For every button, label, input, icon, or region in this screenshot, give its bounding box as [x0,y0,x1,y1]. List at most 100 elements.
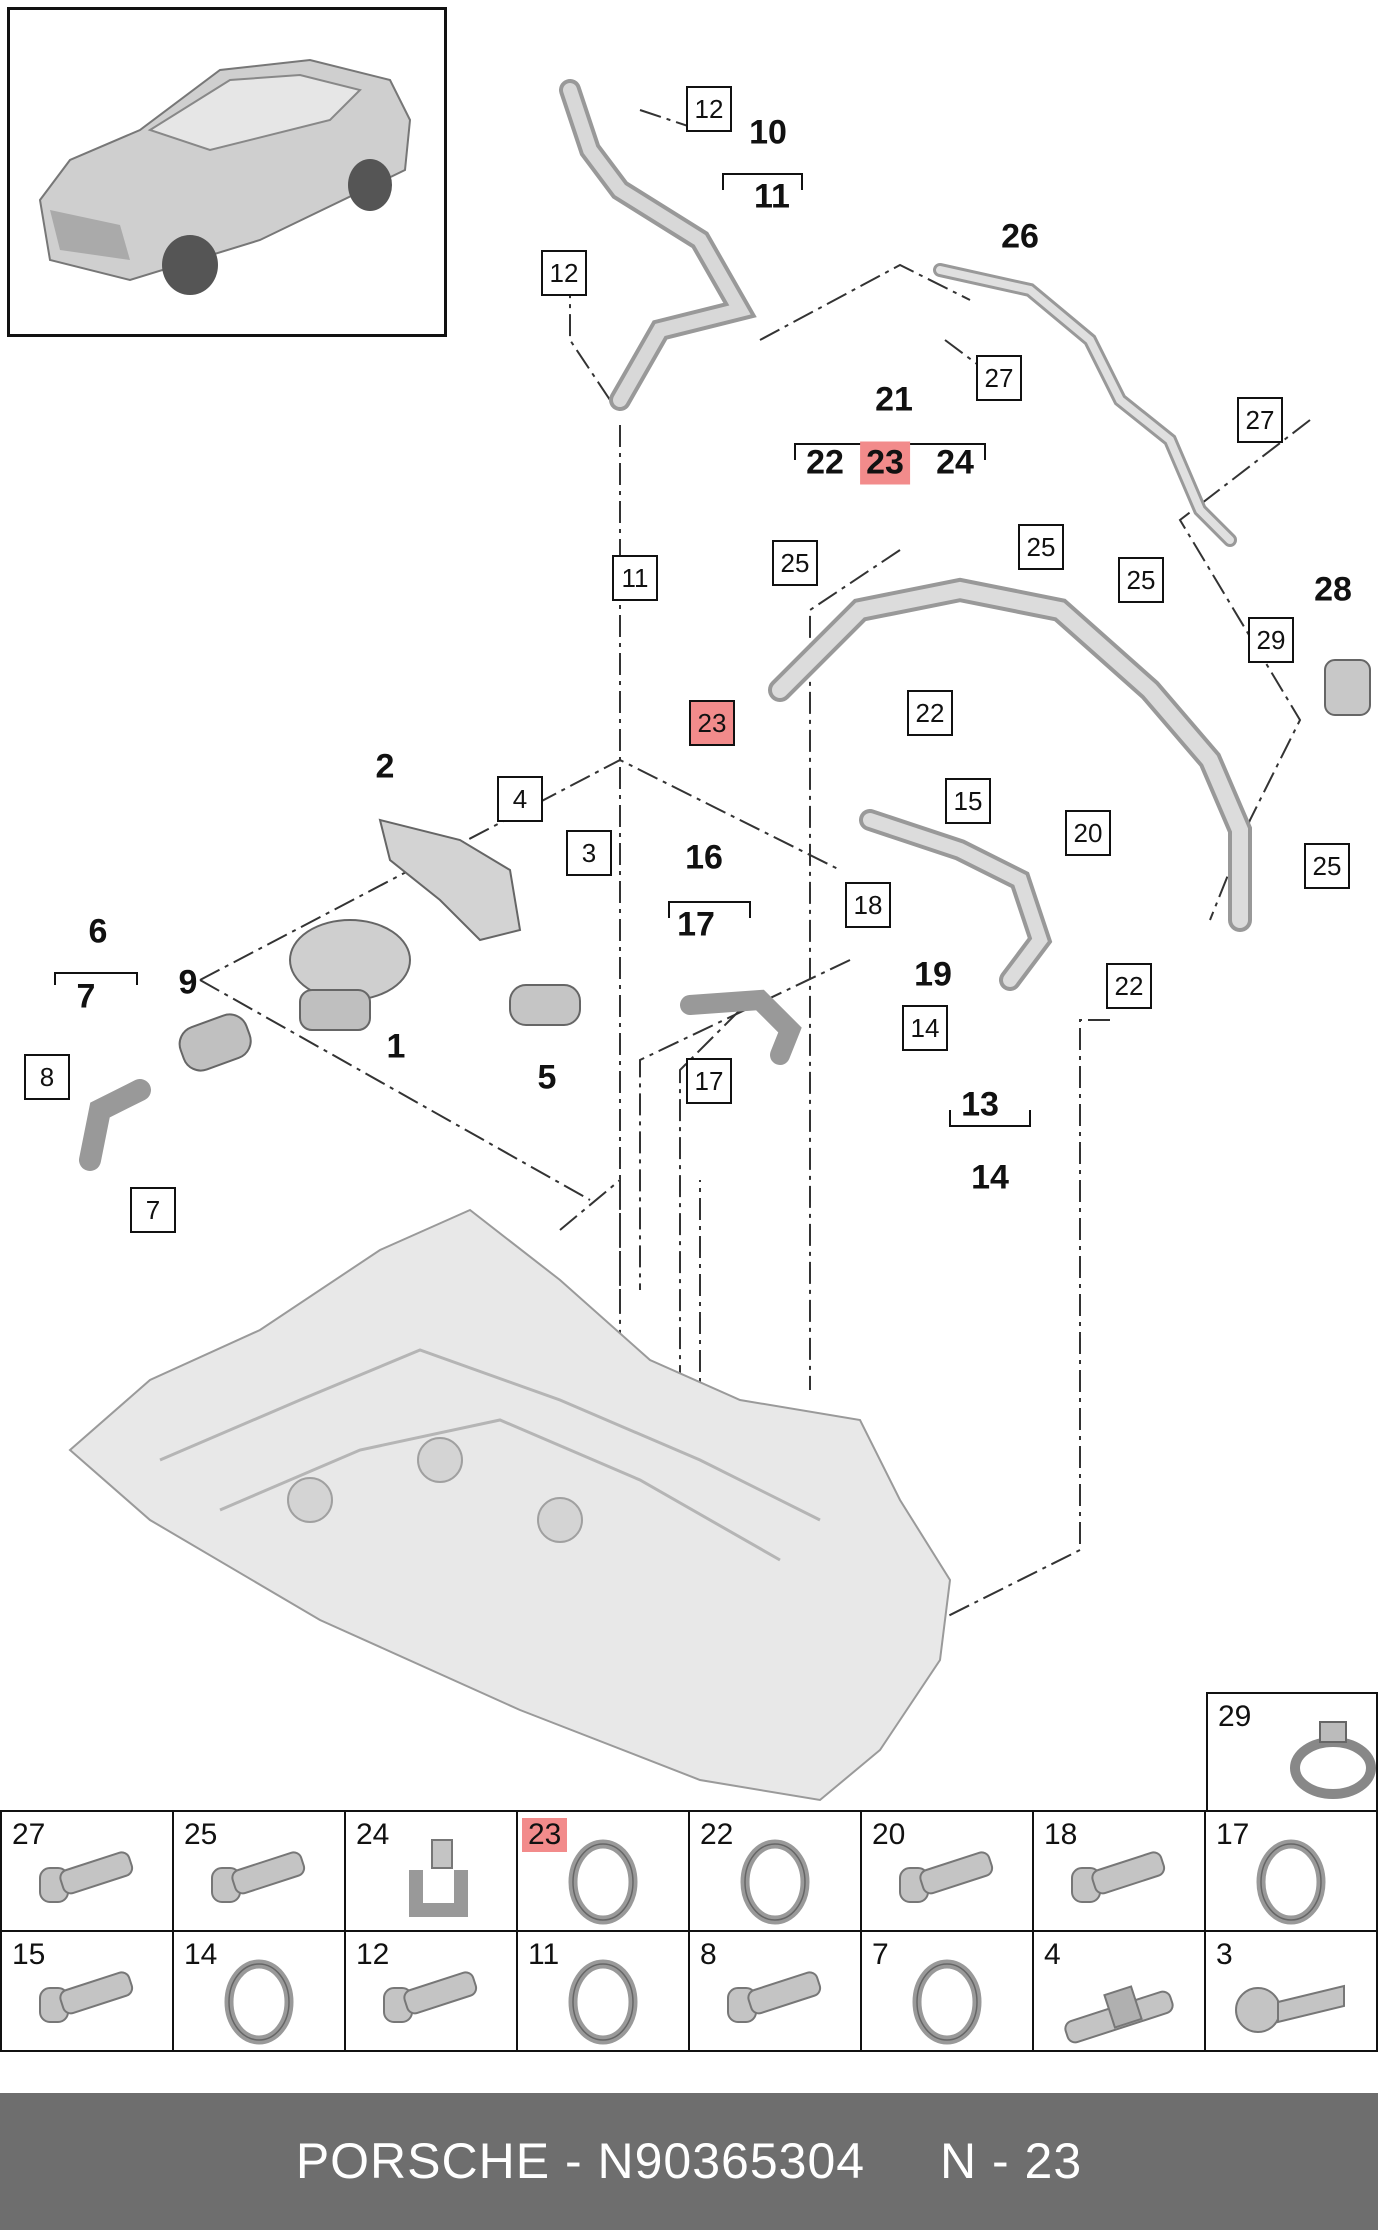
parts-cell-24: 24 [344,1810,518,1932]
parts-cell-8: 8 [688,1930,862,2052]
callout-3: 3 [566,830,612,876]
label-5: 5 [537,1058,557,1097]
bolt-icon [39,1971,134,2023]
parts-cell-extra: 29 [1206,1692,1378,1812]
label-1: 1 [386,1027,406,1066]
callout-12: 12 [541,250,587,296]
seal-ring-icon [224,1959,294,2045]
part-number: 14 [184,1938,218,1971]
callout-27: 27 [1237,397,1283,443]
callout-17: 17 [686,1058,732,1104]
parts-cell-3: 3 [1204,1930,1378,2052]
parts-cell-14: 14 [172,1930,346,2052]
bolt-icon [383,1971,478,2023]
label-24: 24 [936,443,974,482]
parts-cell-20: 20 [860,1810,1034,1932]
bolt-icon [211,1851,306,1903]
seal-ring-icon [740,1839,810,1925]
part-number: 23 [522,1818,568,1852]
callout-4: 4 [497,776,543,822]
label-16: 16 [685,838,723,877]
screw-icon [1235,1984,1345,2033]
seal-ring-icon [912,1959,982,2045]
callout-25: 25 [1018,524,1064,570]
parts-cell-12: 12 [344,1930,518,2052]
label-19: 19 [914,955,952,994]
footer-page: N - 23 [940,2133,1083,2189]
parts-cell-18: 18 [1032,1810,1206,1932]
parts-grid-row: 27 25 24 23 22 20 18 17 [0,1810,1378,1932]
diagram-artwork [54,79,1371,1802]
callout-23: 23 [689,700,735,746]
parts-cell-22: 22 [688,1810,862,1932]
bracket-clamp-icon [409,1839,468,1917]
callout-7: 7 [130,1187,176,1233]
label-23: 23 [860,441,910,485]
seal-ring-icon [568,1959,638,2045]
bolt-icon [899,1851,994,1903]
label-17: 17 [677,905,715,944]
part-number: 22 [700,1818,734,1851]
seal-ring-icon [568,1839,638,1925]
bolt-icon [39,1851,134,1903]
stud-icon [1064,1985,1174,2044]
label-6: 6 [88,912,108,951]
part-number: 15 [12,1938,46,1971]
part-number: 4 [1044,1938,1061,1971]
seal-ring-icon [1256,1839,1326,1925]
label-9: 9 [178,963,198,1002]
parts-cell-27: 27 [0,1810,174,1932]
callout-27: 27 [976,355,1022,401]
part-number: 8 [700,1938,717,1971]
car-icon [38,58,412,295]
callout-22: 22 [907,690,953,736]
part-number: 25 [184,1818,218,1851]
parts-cell-17: 17 [1204,1810,1378,1932]
parts-cell-4: 4 [1032,1930,1206,2052]
part-number: 11 [528,1938,560,1971]
parts-cell-15: 15 [0,1930,174,2052]
callout-15: 15 [945,778,991,824]
label-2: 2 [375,747,395,786]
label-13: 13 [961,1085,999,1124]
parts-cell-11: 11 [516,1930,690,2052]
bolt-icon [1071,1851,1166,1903]
callout-20: 20 [1065,810,1111,856]
callout-14: 14 [902,1005,948,1051]
part-number: 27 [12,1818,46,1851]
label-21: 21 [875,380,913,419]
callout-25: 25 [772,540,818,586]
label-26: 26 [1001,217,1039,256]
vehicle-inset [7,7,447,337]
callout-22: 22 [1106,963,1152,1009]
clamp-icon [1290,1721,1376,1799]
bolt-icon [727,1971,822,2023]
callout-12: 12 [686,86,732,132]
callout-29: 29 [1248,617,1294,663]
footer-bar: PORSCHE - N90365304 N - 23 [0,2093,1378,2230]
label-7: 7 [76,977,96,1016]
label-28: 28 [1314,570,1352,609]
label-14: 14 [971,1158,1009,1197]
callout-25: 25 [1118,557,1164,603]
part-number: 7 [872,1938,889,1971]
label-10: 10 [749,113,787,152]
callout-25: 25 [1304,843,1350,889]
part-number: 20 [872,1818,906,1851]
part-number: 3 [1216,1938,1233,1971]
parts-grid-row: 15 14 12 11 8 7 4 3 [0,1930,1378,2052]
callout-11: 11 [612,555,658,601]
label-22: 22 [806,443,844,482]
label-11: 11 [754,177,790,216]
parts-cell-23: 23 [516,1810,690,1932]
parts-grid: 27 25 24 23 22 20 18 17 15 14 12 11 8 7 4 3 [0,1810,1378,2052]
parts-cell-7: 7 [860,1930,1034,2052]
part-number: 24 [356,1818,390,1851]
parts-cell-25: 25 [172,1810,346,1932]
part-number: 17 [1216,1818,1250,1851]
callout-18: 18 [845,882,891,928]
part-number: 29 [1218,1700,1252,1733]
callout-8: 8 [24,1054,70,1100]
footer-part-number: PORSCHE - N90365304 [295,2133,866,2189]
